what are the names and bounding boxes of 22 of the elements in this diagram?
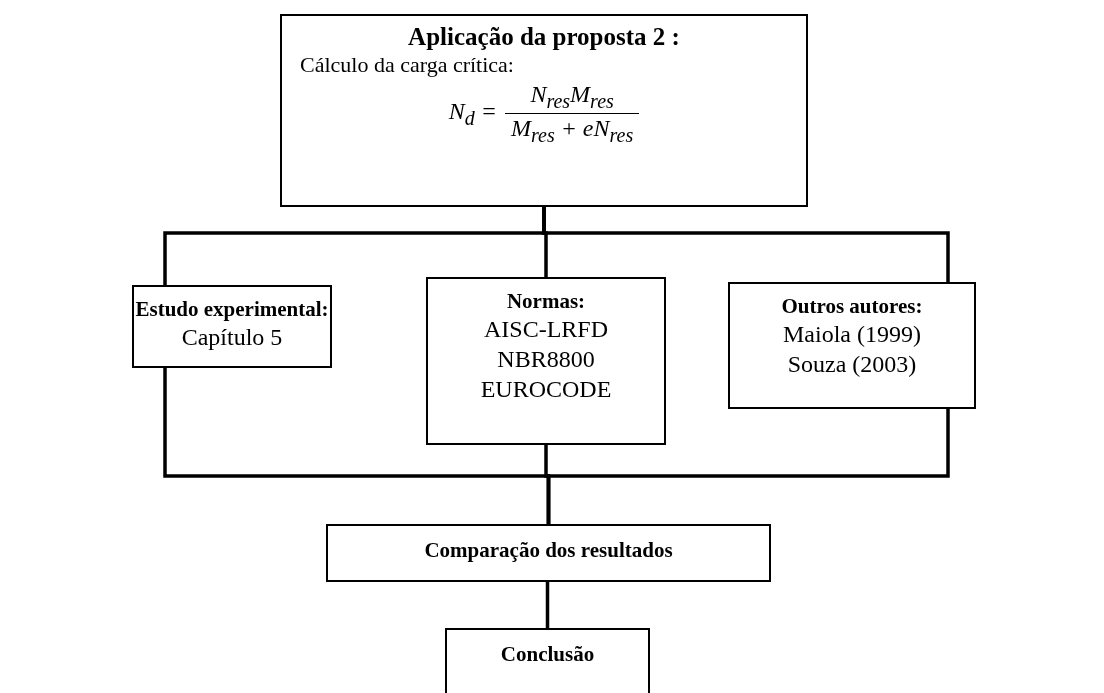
process-box: [728, 282, 976, 409]
connector-line: [542, 207, 950, 282]
formula-left-side: N$_{d}$ =: [448, 97, 497, 131]
box-heading: Comparação dos resultados: [424, 538, 673, 564]
box-heading: Outros autores:: [781, 294, 923, 320]
formula-denominator: M$_{res}$ + eN$_{res}$: [509, 114, 635, 147]
box-text: Capítulo 5: [180, 323, 284, 353]
box-heading: Conclusão: [500, 642, 595, 668]
connector-line: [546, 409, 950, 524]
formula-numerator: N$_{res}$M$_{res}$: [529, 80, 615, 114]
process-box: [280, 14, 808, 207]
connector-line: [545, 582, 550, 628]
box-heading: Estudo experimental:: [135, 297, 329, 323]
process-box: [326, 524, 771, 582]
process-box: [445, 628, 650, 693]
box-heading: Normas:: [506, 289, 586, 315]
box-heading: Aplicação da proposta 2 :: [408, 22, 680, 52]
box-text: Maiola (1999) Souza (2003): [782, 320, 922, 380]
box-text: Cálculo da carga crítica:: [299, 52, 515, 79]
process-box: [426, 277, 666, 445]
process-box: [132, 285, 332, 368]
box-text: AISC-LRFD NBR8800 EUROCODE: [479, 315, 613, 405]
